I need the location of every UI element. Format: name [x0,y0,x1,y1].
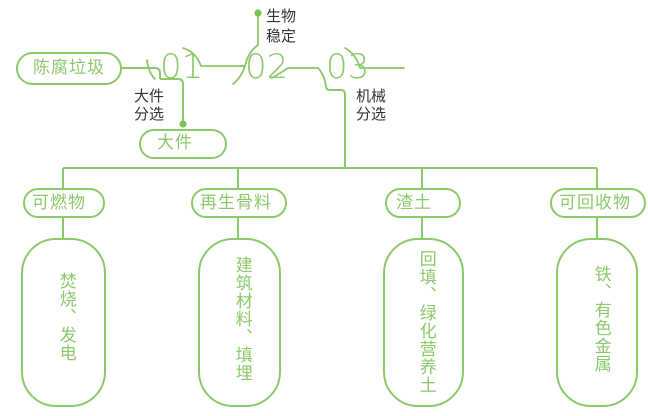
bio-stable-dot [254,9,262,17]
detail-box-2-outline [198,238,281,407]
bulky-branch-dot [179,120,187,128]
output-pill-label-4: 可回收物 [559,193,631,213]
output-pill-label-2: 再生骨料 [200,193,272,213]
connector-source-to-01 [121,67,161,79]
stage-number-03: 03 [326,47,370,87]
stage-02-right-arc [271,67,319,79]
bulky-pill-outline [139,129,227,159]
stage-02-left-arc [232,65,246,85]
stage-03-annotation-line1: 机械 [356,87,387,105]
detail-text-3: 回填、绿化营养土 [415,250,436,394]
connector-02-to-bio-label [244,15,259,67]
stage-01-right-arc [182,47,241,67]
connector-03-trunk [325,85,346,168]
detail-box-1-outline [21,238,106,407]
detail-box-3-outline [383,238,464,407]
source-label: 陈腐垃圾 [33,58,105,78]
stage-02-annotation-line1: 生物 [266,7,297,25]
stage-01-left-arc [146,59,156,80]
output-pill-label-1: 可燃物 [32,193,86,213]
detail-box-4-outline [556,238,638,407]
output-pill-label-3: 渣土 [396,193,432,213]
stage-number-01: 01 [160,47,204,87]
stage-02-annotation-line2: 稳定 [266,27,297,45]
stage-03-right-arc [344,47,405,69]
detail-text-2: 建筑材料、填埋 [231,256,252,382]
stage-03-left-arc [317,67,327,87]
bulky-output-label: 大件 [157,133,193,153]
connector-01-to-bulky [160,78,184,122]
stage-01-annotation-line2: 分选 [134,105,165,123]
detail-text-1: 焚烧、发电 [55,272,76,362]
stage-03-annotation-line2: 分选 [356,105,387,123]
stage-01-annotation-line1: 大件 [134,87,165,105]
stage-number-02: 02 [245,47,289,87]
detail-text-4: 铁、有色金属 [590,265,611,373]
